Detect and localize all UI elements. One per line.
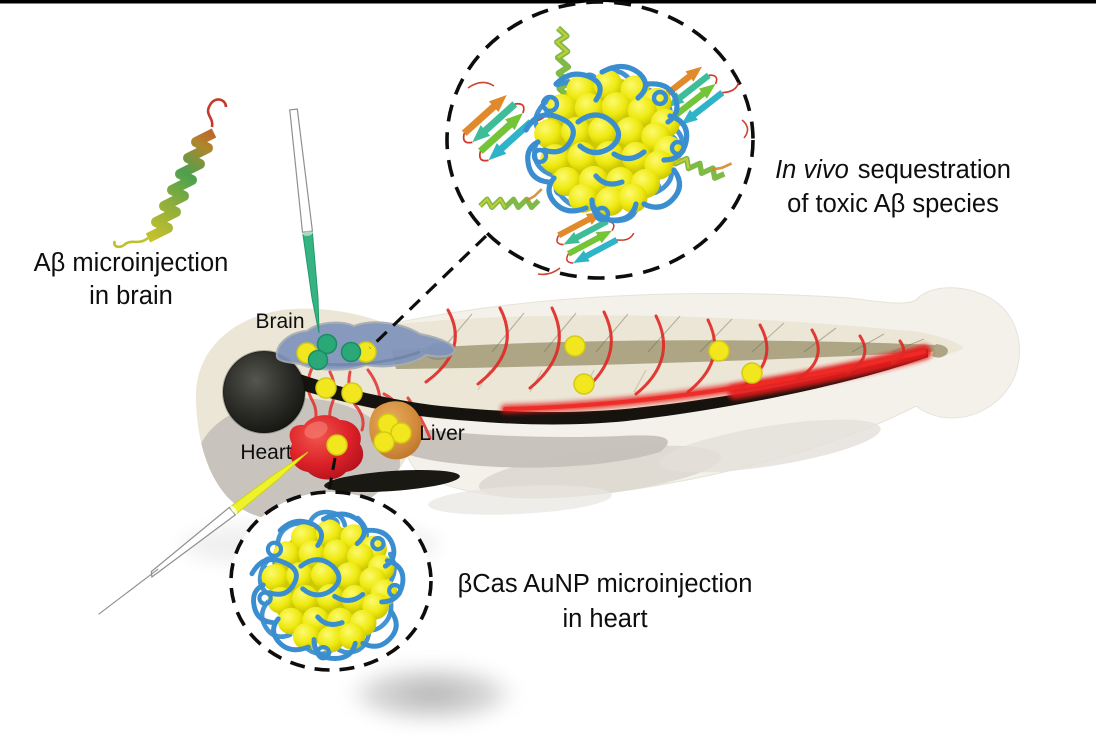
sequestration-italic-part: In vivo (775, 156, 849, 184)
sequestration-zoom-circle (445, 0, 755, 280)
connector-brain-to-sequestration-circle (368, 234, 488, 350)
notochord-tail-curl (932, 344, 948, 358)
stray-red-strands (467, 81, 749, 276)
connector-heart-to-aunp-circle (327, 457, 337, 492)
belly-shading (360, 420, 668, 468)
abeta-peptide-helix (113, 98, 228, 249)
brain-label: Brain (255, 310, 304, 333)
injected-nanoparticle-dots (296, 333, 763, 456)
brain-microinjection-needle (289, 108, 320, 334)
heart-label: Heart (240, 441, 292, 464)
ventral-pigment-blob (324, 469, 460, 493)
ab-injection-label-line2: in brain (89, 282, 173, 310)
ab-injection-label-line1: Aβ microinjection (34, 249, 229, 277)
sequestration-label-line1: In vivo sequestration (775, 156, 1011, 184)
notochord-band (392, 340, 944, 369)
heart-microinjection-needle (98, 451, 309, 615)
bcas-injection-label-line2: in heart (562, 605, 647, 633)
fish-eye (222, 350, 306, 434)
liver-label: Liver (419, 422, 465, 445)
fish-heart (289, 415, 364, 480)
sequestration-rest-part: sequestration (858, 156, 1011, 184)
ventral-fin-shading (428, 419, 881, 515)
sequestration-label-line2: of toxic Aβ species (787, 190, 999, 218)
bcas-injection-label-line1: βCas AuNP microinjection (458, 570, 753, 598)
top-border-rule (0, 0, 1096, 4)
abeta-dots-green (307, 333, 362, 371)
bcas-aunp-zoom-circle (229, 490, 433, 672)
